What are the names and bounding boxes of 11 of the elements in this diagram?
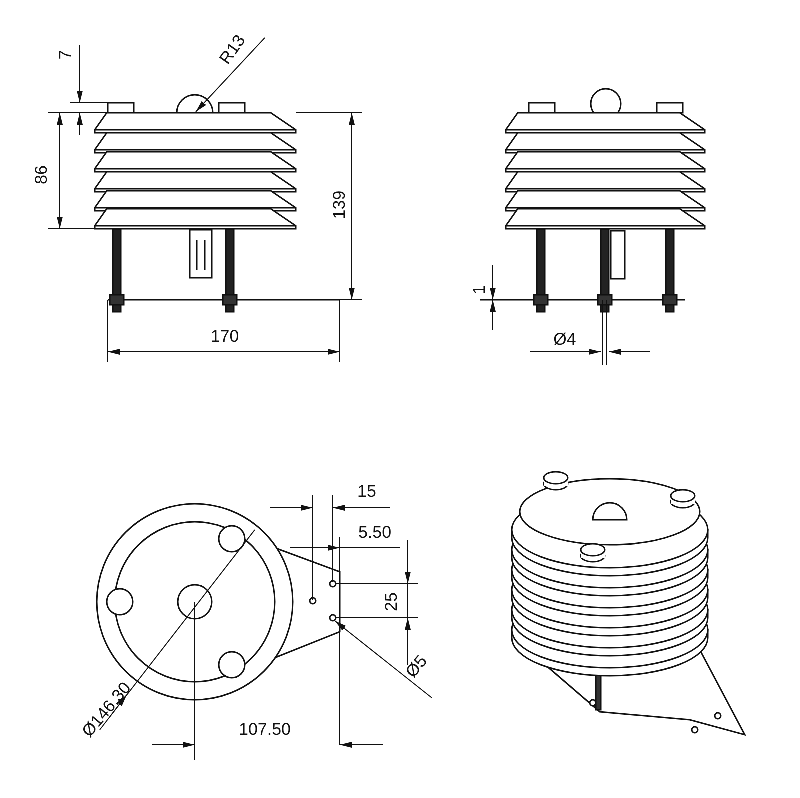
dimension-label: 107.50 [239,721,291,739]
dimension-label: 86 [33,166,51,184]
dimension-label: 7 [57,50,75,60]
dimension-label: 139 [331,190,349,220]
dimension-label: Ø4 [554,331,576,349]
dimension-label: 15 [358,483,376,501]
dimension-label: Ø5 [402,652,432,682]
dimension-label: 25 [383,592,401,612]
dimension-label: 170 [210,328,240,346]
dimension-label: 5.50 [358,524,392,542]
dimension-label: 1 [471,285,489,295]
